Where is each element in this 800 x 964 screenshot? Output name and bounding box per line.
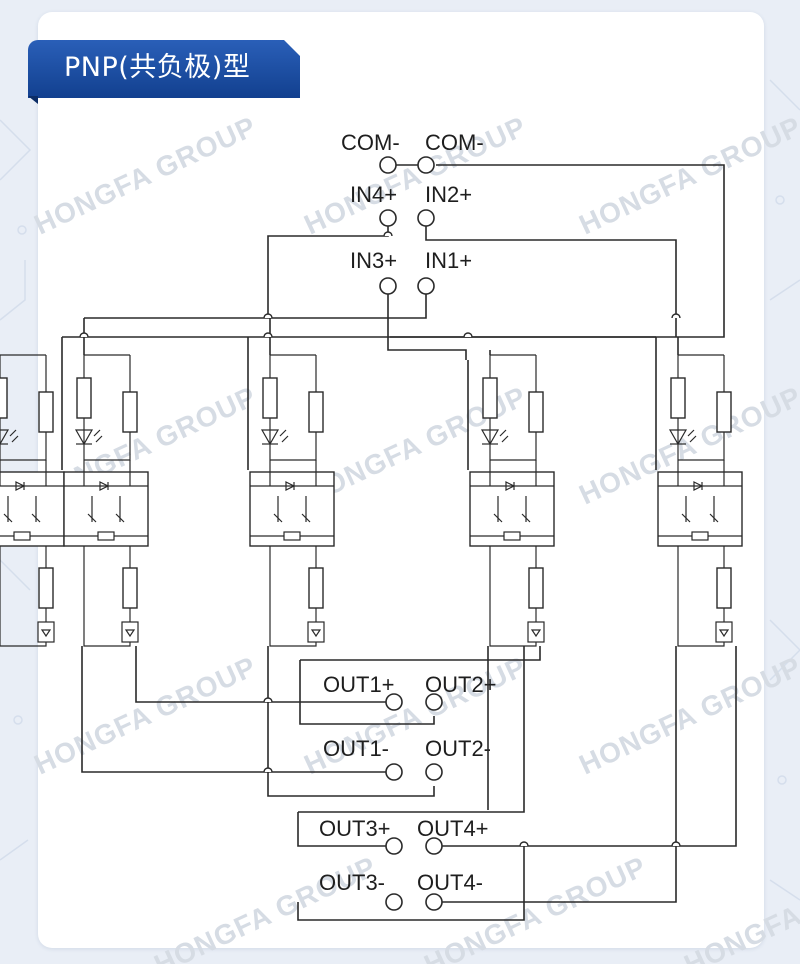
watermark: HONGFA GROUP [574,110,800,240]
terminal-label-in1: IN1+ [425,248,472,273]
terminal-label-in3: IN3+ [350,248,397,273]
terminal-label-out1-neg: OUT1- [323,736,389,761]
header-banner-fold [28,96,38,104]
watermark: HONGFA GROUP [419,850,651,964]
terminal-label-out4-pos: OUT4+ [417,816,489,841]
content-card [38,12,764,948]
wiring [61,164,725,470]
watermark: HONGFA GROUP [29,110,261,240]
terminal-label-out1-pos: OUT1+ [323,672,395,697]
watermark: HONGFA GROUP [29,650,261,780]
terminal-label-com-left: COM- [341,130,400,155]
watermark: HONGFA GROUP [679,850,800,964]
watermark: HONGFA GROUP [149,850,381,964]
terminal-label-out4-neg: OUT4- [417,870,483,895]
terminal-label-out3-neg: OUT3- [319,870,385,895]
channel-module [0,354,65,647]
header-banner [28,40,300,98]
page-title: PNP(共负极)型 [64,52,251,83]
terminal-label-com-right: COM- [425,130,484,155]
watermark: HONGFA GROUP [574,650,800,780]
terminal-label-out3-pos: OUT3+ [319,816,391,841]
terminal-label-out2-neg: OUT2- [425,736,491,761]
watermark: HONGFA GROUP [299,110,531,240]
terminal-label-out2-pos: OUT2+ [425,672,497,697]
output-wiring [81,646,737,921]
terminal-label-in4: IN4+ [350,182,397,207]
terminal-label-in2: IN2+ [425,182,472,207]
